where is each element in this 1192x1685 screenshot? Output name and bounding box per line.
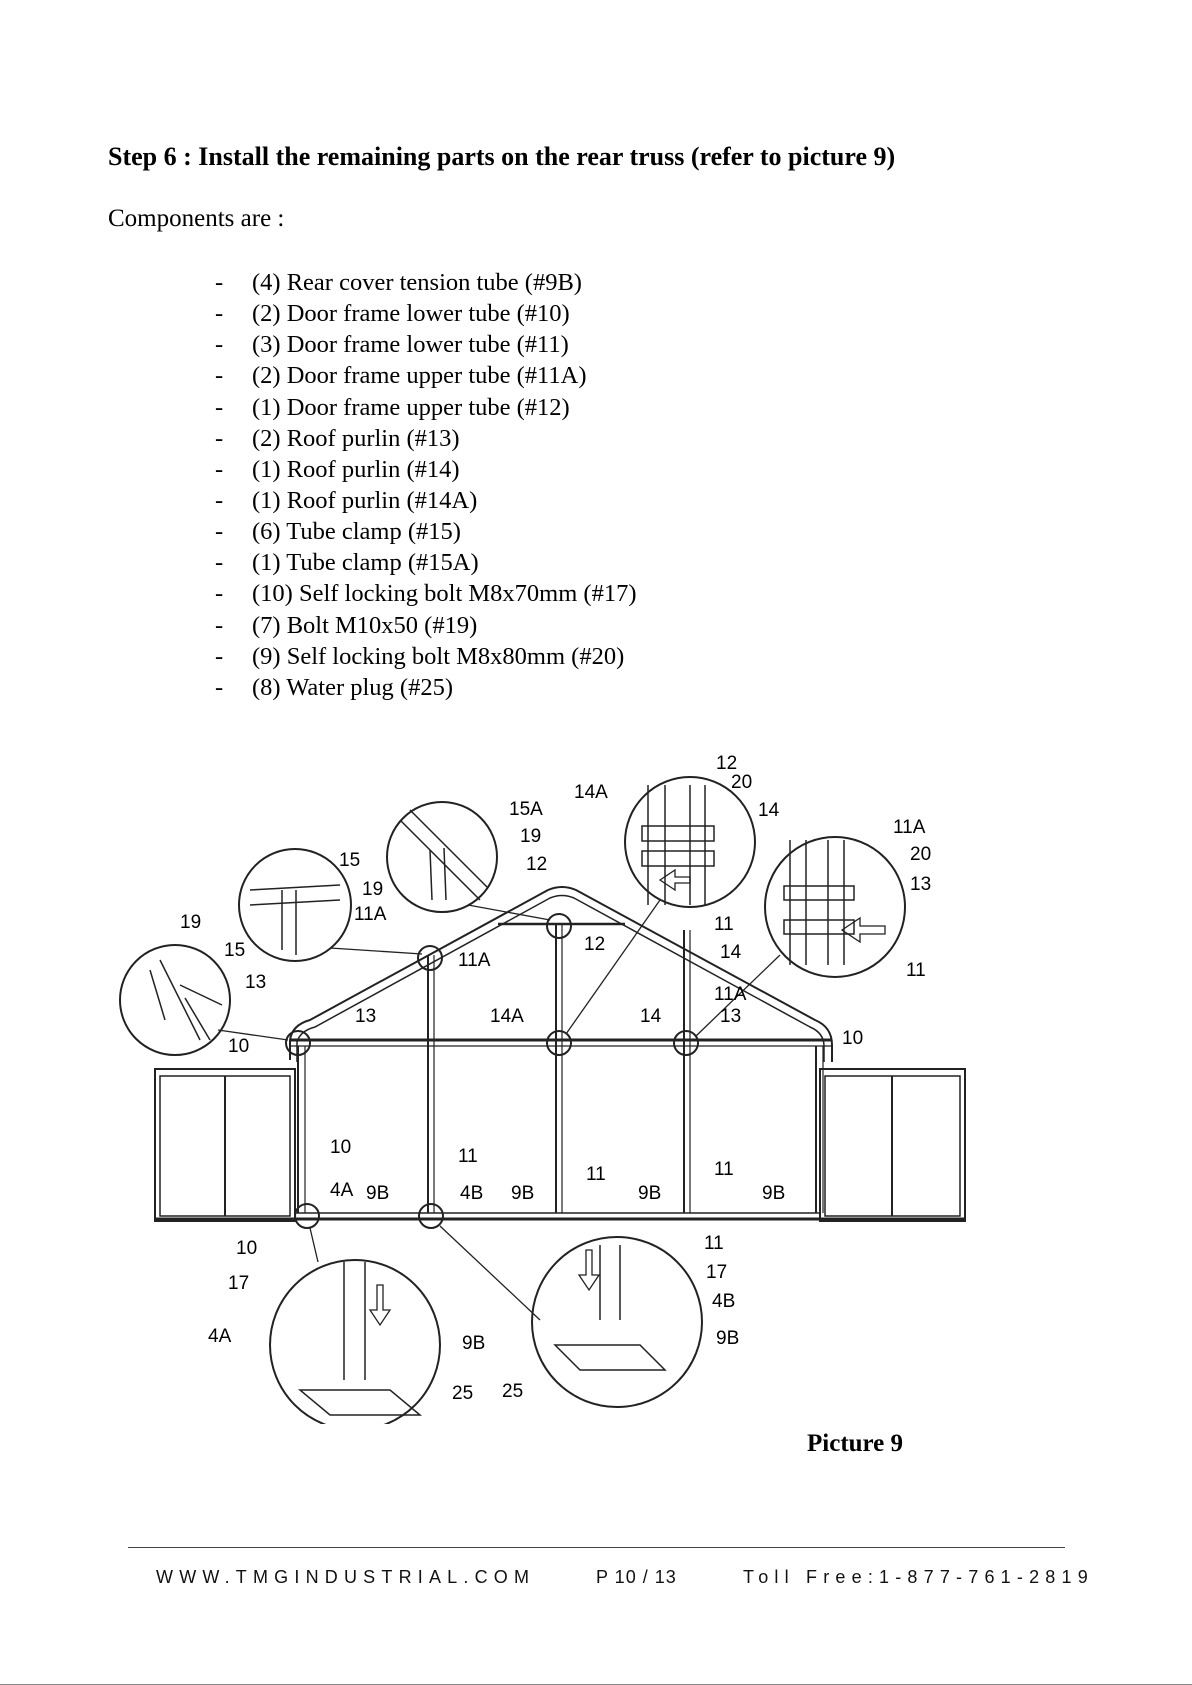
list-bullet: - [215, 300, 224, 328]
list-item: -(4) Rear cover tension tube (#9B) [215, 269, 582, 296]
assembly-diagram: 12 20 14A 14 15A 19 12 11A 20 13 15 19 1… [119, 753, 966, 1424]
footer-website: WWW.TMGINDUSTRIAL.COM [156, 1567, 536, 1587]
footer-toll-free: Toll Free:1-877-761-2819 [743, 1567, 1094, 1587]
label-13: 13 [355, 1006, 376, 1027]
label-11a: 11A [893, 817, 926, 838]
list-bullet: - [215, 486, 224, 514]
components-intro: Components are : [108, 205, 285, 232]
list-bullet: - [215, 269, 224, 296]
label-11: 11 [906, 960, 926, 981]
label-10: 10 [842, 1028, 863, 1049]
list-item: -(2) Roof purlin (#13) [215, 424, 460, 452]
list-item: -(1) Roof purlin (#14) [215, 455, 460, 483]
list-bullet: - [215, 673, 224, 701]
picture-caption: Picture 9 [807, 1430, 904, 1457]
label-15: 15 [224, 940, 245, 961]
label-13: 13 [245, 972, 266, 993]
list-item: -(1) Door frame upper tube (#12) [215, 393, 570, 421]
label-12: 12 [716, 753, 737, 774]
label-11a: 11A [458, 950, 491, 971]
list-bullet: - [215, 455, 224, 483]
label-4b: 4B [712, 1291, 735, 1312]
label-12: 12 [526, 854, 547, 875]
footer-page-number: P 10 / 13 [596, 1567, 677, 1587]
label-20: 20 [910, 844, 931, 865]
label-9b: 9B [366, 1183, 389, 1204]
list-bullet: - [215, 611, 224, 639]
footer-divider [128, 1547, 1065, 1548]
list-item: -(10) Self locking bolt M8x70mm (#17) [215, 580, 637, 608]
label-4a: 4A [208, 1326, 232, 1347]
label-11: 11 [704, 1233, 724, 1254]
label-12: 12 [584, 934, 605, 955]
label-14: 14 [720, 942, 742, 963]
components-list: -(4) Rear cover tension tube (#9B) -(2) … [215, 267, 636, 703]
label-10: 10 [330, 1137, 351, 1158]
label-9b: 9B [638, 1183, 661, 1204]
label-25: 25 [452, 1383, 473, 1404]
list-item: -(6) Tube clamp (#15) [215, 518, 461, 546]
label-11a: 11A [714, 984, 747, 1005]
label-9b: 9B [716, 1328, 739, 1349]
list-item: -(2) Door frame upper tube (#11A) [215, 362, 587, 390]
label-9b: 9B [511, 1183, 534, 1204]
label-13: 13 [720, 1006, 741, 1027]
label-14a: 14A [574, 782, 608, 803]
list-item: -(3) Door frame lower tube (#11) [215, 331, 569, 359]
label-19: 19 [520, 826, 541, 847]
list-bullet: - [215, 424, 224, 452]
label-20: 20 [731, 772, 752, 793]
label-10: 10 [228, 1036, 249, 1057]
list-item: -(9) Self locking bolt M8x80mm (#20) [215, 642, 625, 670]
label-10: 10 [236, 1238, 257, 1259]
label-14: 14 [758, 800, 780, 821]
label-17: 17 [706, 1262, 727, 1283]
label-17: 17 [228, 1273, 249, 1294]
list-item: -(1) Tube clamp (#15A) [215, 549, 479, 577]
step-heading: Step 6 : Install the remaining parts on … [108, 142, 896, 171]
label-11: 11 [586, 1164, 606, 1185]
list-bullet: - [215, 393, 224, 421]
list-bullet: - [215, 642, 224, 670]
label-9b: 9B [462, 1333, 485, 1354]
label-15: 15 [339, 850, 360, 871]
label-14: 14 [640, 1006, 662, 1027]
label-15a: 15A [509, 799, 543, 820]
list-item: -(8) Water plug (#25) [215, 673, 454, 701]
list-item: -(7) Bolt M10x50 (#19) [215, 611, 478, 639]
label-4b: 4B [460, 1183, 483, 1204]
label-11: 11 [714, 914, 734, 935]
list-bullet: - [215, 580, 224, 608]
label-25: 25 [502, 1381, 523, 1402]
label-9b: 9B [762, 1183, 785, 1204]
label-4a: 4A [330, 1180, 354, 1201]
label-13: 13 [910, 874, 931, 895]
diagram-labels: 12 20 14A 14 15A 19 12 11A 20 13 15 19 1… [180, 753, 931, 1404]
label-14a: 14A [490, 1006, 524, 1027]
list-bullet: - [215, 362, 224, 390]
label-11: 11 [714, 1159, 734, 1180]
list-bullet: - [215, 549, 224, 577]
list-item: -(2) Door frame lower tube (#10) [215, 300, 570, 328]
label-11a: 11A [354, 904, 387, 925]
list-item: -(1) Roof purlin (#14A) [215, 486, 478, 514]
list-bullet: - [215, 331, 224, 359]
list-bullet: - [215, 518, 224, 546]
label-11: 11 [458, 1146, 478, 1167]
label-19: 19 [180, 912, 201, 933]
label-19: 19 [362, 879, 383, 900]
